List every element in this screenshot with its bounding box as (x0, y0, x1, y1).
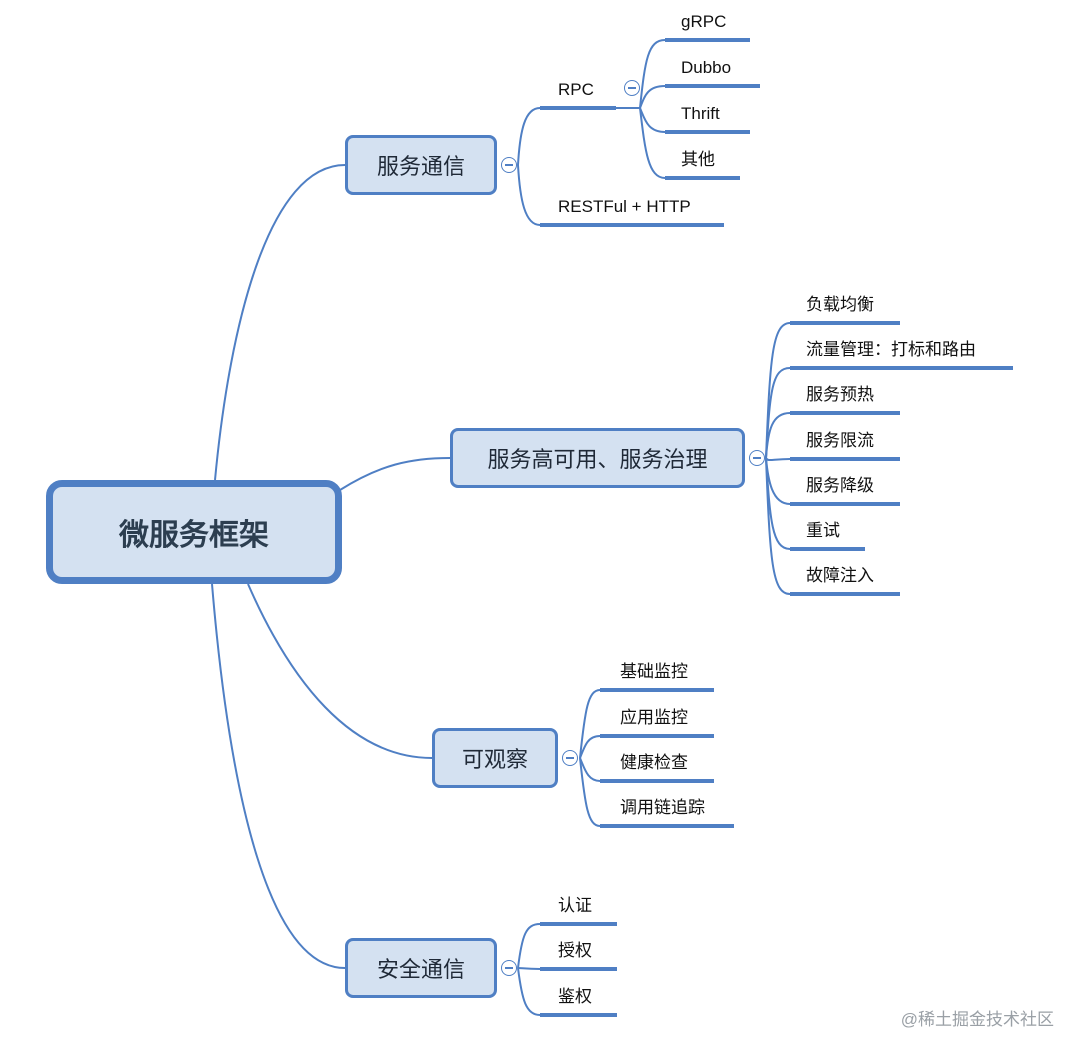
node-traffic-management[interactable]: 流量管理：打标和路由 (806, 340, 976, 359)
branch-security[interactable]: 安全通信 (345, 938, 497, 998)
node-retry[interactable]: 重试 (806, 521, 840, 540)
node-grpc[interactable]: gRPC (681, 12, 727, 31)
node-health-check[interactable]: 健康检查 (620, 753, 688, 772)
node-rate-limit[interactable]: 服务限流 (806, 431, 874, 450)
branch-observability-label: 可观察 (461, 747, 528, 772)
collapse-toggle-icon[interactable] (501, 960, 517, 976)
node-rpc[interactable]: RPC (558, 80, 594, 99)
node-warmup[interactable]: 服务预热 (806, 385, 874, 404)
branch-observability[interactable]: 可观察 (432, 728, 558, 788)
branch-communication-label: 服务通信 (376, 154, 465, 179)
node-basic-monitoring[interactable]: 基础监控 (620, 662, 688, 681)
branch-security-label: 安全通信 (376, 957, 465, 982)
branch-governance[interactable]: 服务高可用、服务治理 (450, 428, 745, 488)
connector-root-security (211, 583, 346, 969)
node-authorization[interactable]: 授权 (558, 941, 592, 960)
collapse-toggle-icon[interactable] (501, 157, 517, 173)
node-other[interactable]: 其他 (681, 150, 715, 169)
watermark: @稀土掘金技术社区 (900, 1010, 1054, 1029)
connector-root-governance (339, 457, 451, 491)
collapse-toggle-icon[interactable] (562, 750, 578, 766)
root-label: 微服务框架 (119, 519, 269, 552)
node-permission-check[interactable]: 鉴权 (558, 987, 592, 1006)
node-load-balancing[interactable]: 负载均衡 (806, 295, 874, 314)
branch-governance-label: 服务高可用、服务治理 (487, 447, 708, 472)
node-degradation[interactable]: 服务降级 (806, 476, 874, 495)
node-dubbo[interactable]: Dubbo (681, 58, 732, 77)
collapse-toggle-icon[interactable] (749, 450, 765, 466)
connector-root-observability (247, 583, 433, 759)
node-thrift[interactable]: Thrift (681, 104, 720, 123)
node-app-monitoring[interactable]: 应用监控 (620, 708, 688, 727)
branch-communication[interactable]: 服务通信 (345, 135, 497, 195)
root-node[interactable]: 微服务框架 (46, 480, 342, 584)
node-rest[interactable]: RESTFul + HTTP (558, 197, 691, 216)
node-tracing[interactable]: 调用链追踪 (620, 798, 705, 817)
connector-root-communication (214, 164, 346, 481)
node-fault-injection[interactable]: 故障注入 (806, 566, 874, 585)
node-authentication[interactable]: 认证 (558, 896, 592, 915)
collapse-toggle-icon[interactable] (624, 80, 640, 96)
